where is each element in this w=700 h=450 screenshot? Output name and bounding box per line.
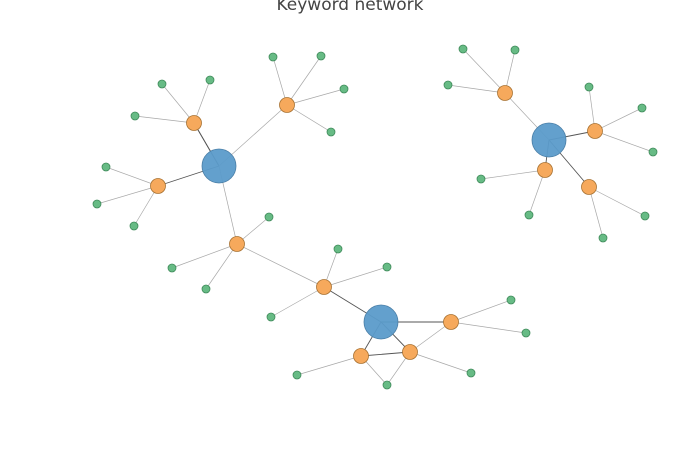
network-edge [286,104,332,133]
term-node [333,244,343,254]
network-edge [594,130,654,153]
network-edge [236,243,325,288]
network-edge [323,266,388,288]
network-edge [447,84,506,94]
term-node [101,162,111,172]
term-node [466,368,476,378]
network-edge [462,48,506,94]
term-node [129,221,139,231]
term-node [521,328,531,338]
keyword-node [279,97,295,113]
network-edge [409,321,452,353]
chart-title: Keyword network [276,0,424,15]
keyword-node [353,348,369,364]
term-node [292,370,302,380]
term-node [382,262,392,272]
term-node [201,284,211,294]
term-node [458,44,468,54]
network-edge [409,351,472,374]
network-edge [105,166,159,187]
term-node [598,233,608,243]
network-edge [286,55,322,106]
term-node [130,111,140,121]
hub-node [363,304,399,340]
term-node [167,263,177,273]
network-edge [528,169,546,216]
keyword-node [402,344,418,360]
keyword-node [587,123,603,139]
keyword-node [497,85,513,101]
term-node [510,45,520,55]
term-node [268,52,278,62]
term-node [584,82,594,92]
keyword-node [443,314,459,330]
network-edge [360,351,411,357]
hub-node [201,148,237,184]
keyword-node [316,279,332,295]
network-edge [205,243,238,290]
term-node [339,84,349,94]
term-node [524,210,534,220]
term-node [264,212,274,222]
network-edge [286,88,345,106]
keyword-node [229,236,245,252]
term-node [640,211,650,221]
term-node [316,51,326,61]
network-edge [480,169,546,180]
network-edge [171,243,238,269]
term-node [506,295,516,305]
term-node [92,199,102,209]
term-node [476,174,486,184]
term-node [637,103,647,113]
network-edge [594,107,643,132]
network-edge [270,286,325,318]
network-edge [296,355,362,376]
keyword-node [537,162,553,178]
term-node [205,75,215,85]
network-edge [96,185,159,205]
network-edge [450,299,512,323]
term-node [326,127,336,137]
keyword-node [186,115,202,131]
hub-node [531,122,567,158]
network-edge [450,321,527,334]
network-edge [134,115,195,124]
keyword-node [150,178,166,194]
term-node [266,312,276,322]
network-edge [588,186,604,239]
term-node [648,147,658,157]
term-node [443,80,453,90]
network-edge [161,83,195,124]
term-node [157,79,167,89]
term-node [382,380,392,390]
network-edge [272,56,288,106]
node-layer [92,44,658,390]
keyword-node [581,179,597,195]
network-edge [588,186,646,217]
